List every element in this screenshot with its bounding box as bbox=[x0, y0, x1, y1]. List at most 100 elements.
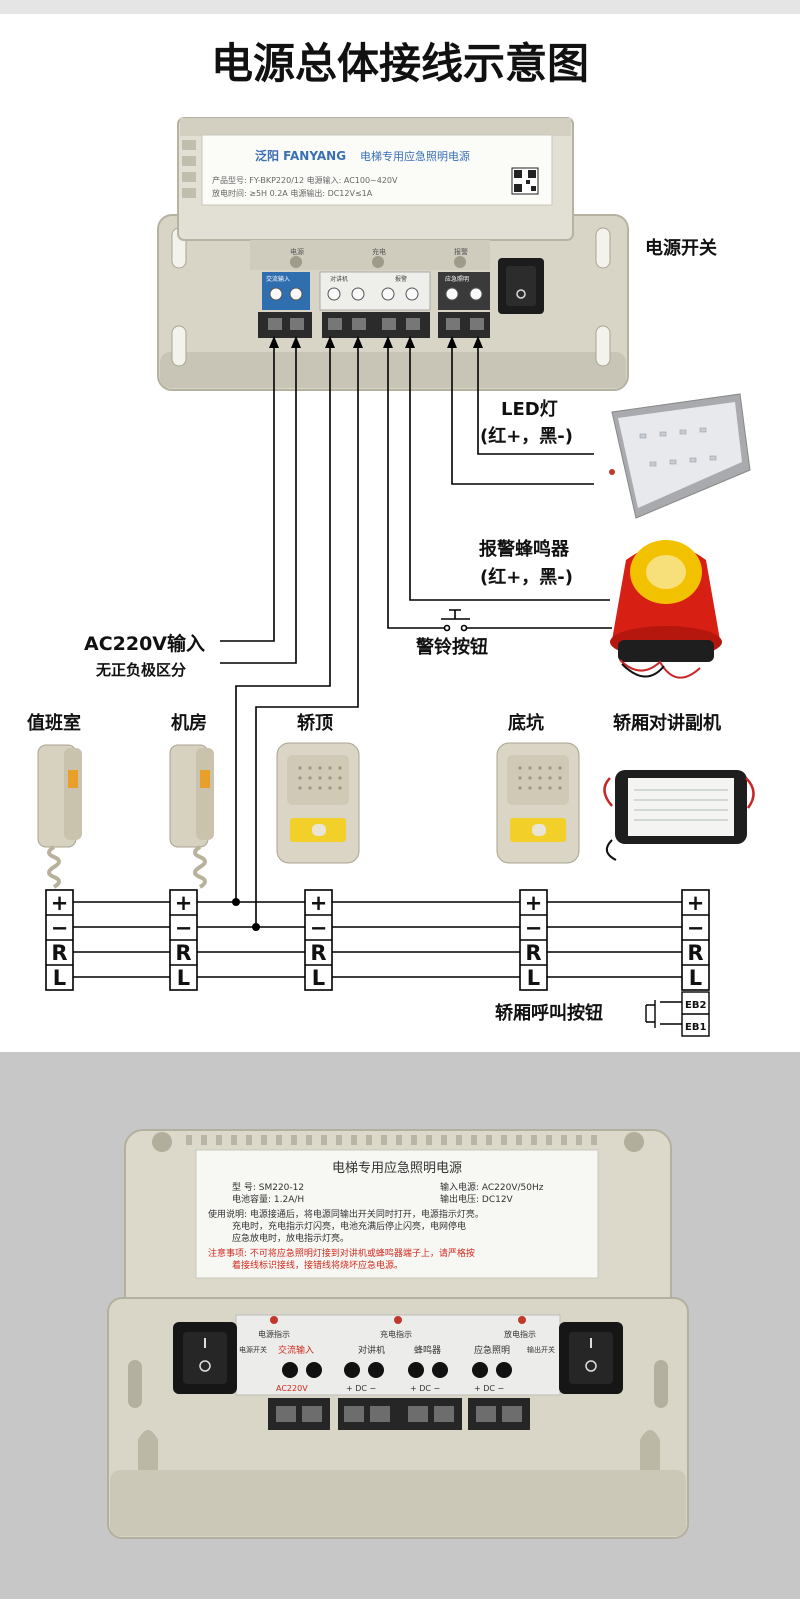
top-strip bbox=[0, 0, 800, 14]
sticker-usage-2: 充电时，充电指示灯闪亮，电池充满后停止闪亮，电网停电 bbox=[232, 1220, 466, 1232]
group-buzzer-label: 蜂鸣器 bbox=[414, 1344, 441, 1356]
buzzer-label: 报警蜂鸣器 bbox=[479, 538, 570, 560]
faceplate bbox=[235, 1314, 561, 1396]
panel-label-alarm: 报警 bbox=[395, 275, 407, 283]
terminal-label-pit-1: − bbox=[525, 916, 543, 940]
eb1-label: EB1 bbox=[685, 1022, 706, 1033]
station-label-pit: 底坑 bbox=[508, 712, 544, 734]
handset-machine-room bbox=[169, 744, 214, 889]
indicator-label-charge: 充电 bbox=[372, 247, 386, 256]
indicator-label-power: 电源 bbox=[290, 247, 304, 256]
terminal-label-machine-room-0: + bbox=[175, 891, 193, 915]
ac-input-panel bbox=[262, 272, 310, 310]
bus-lines bbox=[72, 901, 694, 978]
alarm-button-label: 警铃按钮 bbox=[416, 636, 488, 658]
led-light-image bbox=[609, 393, 751, 519]
terminal-label-car-top-2: R bbox=[310, 941, 326, 965]
sticker-warning-2: 着接线标识接线，接错线将烧坏应急电源。 bbox=[232, 1259, 403, 1271]
panel-label-ac: 交流输入 bbox=[266, 275, 290, 283]
indicator-alarm bbox=[454, 256, 466, 268]
switch-left-label: 电源开关 bbox=[239, 1345, 267, 1354]
led-light-label: LED灯 bbox=[501, 399, 558, 420]
indicator-power-label: 电源指示 bbox=[258, 1329, 290, 1339]
qr-code bbox=[511, 167, 539, 195]
terminal-label-pit-0: + bbox=[525, 891, 543, 915]
terminal-label-car-intercom-1: − bbox=[687, 916, 705, 940]
terminal-label-duty-room-3: L bbox=[53, 966, 66, 990]
group-ac-label: 交流输入 bbox=[278, 1344, 314, 1356]
terminal-label-car-intercom-0: + bbox=[687, 891, 705, 915]
sticker-usage-3: 应急放电时，放电指示灯亮。 bbox=[232, 1232, 349, 1244]
terminal-label-pit-3: L bbox=[527, 966, 540, 990]
terminal-label-machine-room-3: L bbox=[177, 966, 190, 990]
dc-label-2: + DC − bbox=[410, 1384, 440, 1393]
sticker-model: 型 号: SM220-12 bbox=[232, 1182, 304, 1193]
no-polarity-label: 无正负极区分 bbox=[95, 661, 186, 679]
panel-label-light: 应急照明 bbox=[445, 275, 469, 283]
terminal-label-duty-room-0: + bbox=[51, 891, 69, 915]
led-light-polarity: (红+，黑-) bbox=[480, 425, 573, 447]
wire-arrows bbox=[269, 336, 483, 348]
car-intercom-unit bbox=[603, 770, 755, 861]
terminal-label-duty-room-2: R bbox=[51, 941, 67, 965]
terminal-label-car-top-1: − bbox=[310, 916, 328, 940]
ac220v-label: AC220V bbox=[276, 1384, 308, 1393]
sticker-input: 输入电源: AC220V/50Hz bbox=[440, 1181, 544, 1193]
indicator-charge-label: 充电指示 bbox=[380, 1329, 412, 1339]
sticker-warning-1: 注意事项: 不可将应急照明灯接到对讲机或蜂鸣器端子上，请严格按 bbox=[208, 1247, 475, 1259]
terminal-label-machine-room-1: − bbox=[175, 916, 193, 940]
switch-right-label: 输出开关 bbox=[527, 1345, 555, 1354]
terminal-label-car-top-0: + bbox=[310, 891, 328, 915]
page-title: 电源总体接线示意图 bbox=[211, 39, 589, 88]
panel-label-intercom: 对讲机 bbox=[330, 275, 348, 283]
terminal-label-car-intercom-3: L bbox=[689, 966, 702, 990]
buzzer-polarity: (红+，黑-) bbox=[480, 566, 573, 588]
terminal-label-pit-2: R bbox=[525, 941, 541, 965]
sticker-usage-1: 使用说明: 电源接通后，将电源同输出开关同时打开，电源指示灯亮。 bbox=[208, 1208, 484, 1220]
instruction-sticker bbox=[195, 1149, 599, 1279]
indicator-charge bbox=[372, 256, 384, 268]
main-power-unit: 泛阳 FANYANG 电梯专用应急照明电源 产品型号: FY-BKP220/12… bbox=[157, 117, 629, 391]
car-call-button-label: 轿厢呼叫按钮 bbox=[495, 1002, 603, 1024]
terminal-label-machine-room-2: R bbox=[175, 941, 191, 965]
station-label-car-top: 轿顶 bbox=[297, 712, 333, 734]
power-switch bbox=[498, 258, 544, 314]
indicator-label-alarm: 报警 bbox=[454, 247, 468, 256]
wires bbox=[220, 340, 612, 927]
unit-name-label: 电梯专用应急照明电源 bbox=[360, 149, 470, 163]
alarm-button-symbol bbox=[441, 609, 470, 632]
indicator-discharge-label: 放电指示 bbox=[504, 1329, 536, 1339]
sticker-output: 输出电压: DC12V bbox=[440, 1193, 514, 1205]
junction-dot-plus bbox=[232, 898, 240, 906]
terminal-label-car-intercom-2: R bbox=[687, 941, 703, 965]
car-call-button-symbol bbox=[645, 1000, 682, 1028]
station-label-machine-room: 机房 bbox=[171, 712, 207, 734]
dc-label-3: + DC − bbox=[474, 1384, 504, 1393]
dc-label-1: + DC − bbox=[346, 1384, 376, 1393]
spec-line-1: 产品型号: FY-BKP220/12 电源输入: AC100~420V bbox=[212, 175, 398, 185]
brand-label: 泛阳 FANYANG bbox=[255, 148, 346, 163]
station-label-duty-room: 值班室 bbox=[27, 712, 81, 734]
group-intercom-label: 对讲机 bbox=[358, 1344, 385, 1356]
indicator-power bbox=[290, 256, 302, 268]
terminal-label-car-top-3: L bbox=[312, 966, 325, 990]
sticker-battery: 电池容量: 1.2A/H bbox=[232, 1193, 304, 1205]
group-light-label: 应急照明 bbox=[474, 1344, 510, 1356]
bottom-switch-left bbox=[173, 1322, 237, 1394]
junction-dot-minus bbox=[252, 923, 260, 931]
speaker-car-top bbox=[276, 742, 360, 864]
buzzer-image bbox=[610, 540, 722, 679]
speaker-pit bbox=[496, 742, 580, 864]
eb2-label: EB2 bbox=[685, 1000, 706, 1011]
bottom-power-unit: 电梯专用应急照明电源 型 号: SM220-12 输入电源: AC220V/50… bbox=[107, 1129, 689, 1539]
power-switch-label: 电源开关 bbox=[645, 237, 717, 259]
station-label-car-intercom: 轿厢对讲副机 bbox=[613, 712, 721, 734]
terminal-strips: +−RL+−RL+−RL+−RL+−RL bbox=[45, 889, 710, 991]
sticker-title: 电梯专用应急照明电源 bbox=[332, 1160, 462, 1176]
spec-line-2: 放电时间: ≥5H 0.2A 电源输出: DC12V≤1A bbox=[212, 188, 373, 198]
bottom-switch-right bbox=[559, 1322, 623, 1394]
terminal-label-duty-room-1: − bbox=[51, 916, 69, 940]
handset-duty-room bbox=[37, 744, 82, 889]
